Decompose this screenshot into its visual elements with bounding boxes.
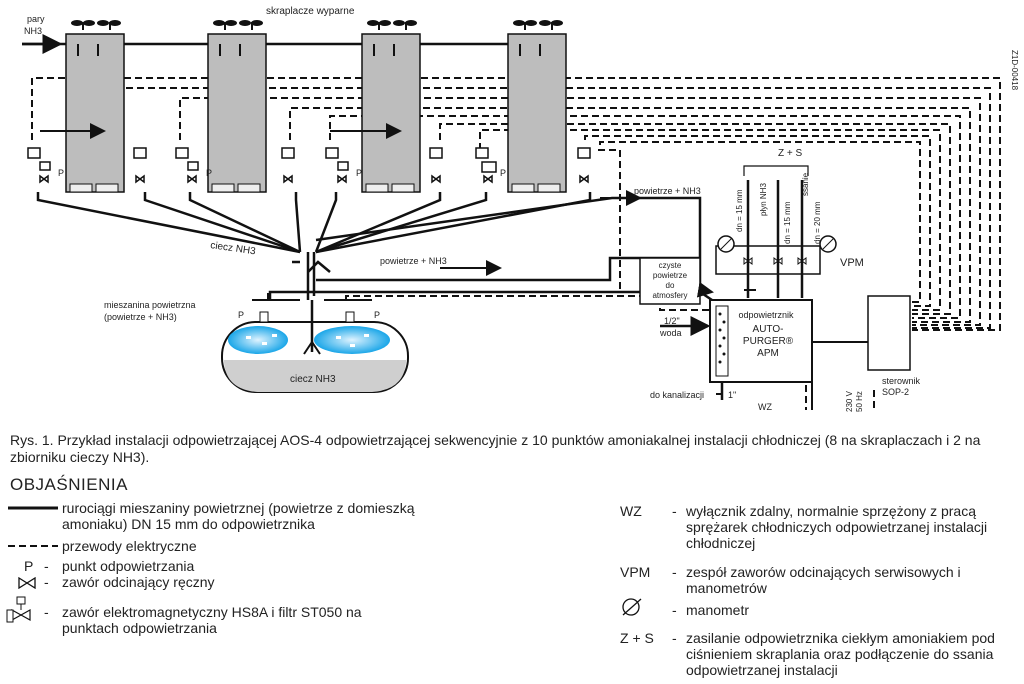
drawing-code: Z1D-00418 [1010, 50, 1019, 91]
legend-item-manual-valve: zawór odcinający ręczny [62, 574, 215, 590]
controller-label-1: sterownik [882, 376, 921, 386]
purge-lines [36, 192, 713, 302]
receiver-label: ciecz NH3 [290, 374, 336, 385]
legend-dash-manometer: - [672, 602, 677, 618]
vpm-label: VPM [840, 257, 864, 269]
legend-code-wz: WZ [620, 503, 642, 519]
pipe-label-5: dn = 20 mm [813, 201, 822, 244]
figure-caption: Rys. 1. Przykład instalacji odpowietrzaj… [10, 432, 981, 465]
legend-item-dashed-line: przewody elektryczne [62, 538, 197, 554]
legend-dash-zs: - [672, 630, 677, 646]
legend-dash-wz: - [672, 503, 677, 519]
power-label-2: 50 Hz [855, 391, 864, 412]
solid-line-symbol [8, 506, 58, 510]
wz-label: WZ [758, 402, 772, 412]
svg-text:P: P [238, 310, 244, 320]
condenser-4 [507, 33, 567, 193]
purger-label-4: APM [757, 348, 779, 359]
svg-text:P: P [206, 168, 212, 178]
dashed-line-symbol [8, 545, 58, 547]
vapor-label: pary [27, 14, 45, 24]
pipe-label-4: ssanie [801, 172, 810, 196]
condenser-fans [71, 20, 563, 30]
clean-air-outlet [639, 257, 714, 305]
manual-valve-icon [18, 577, 36, 589]
legend-code-zs: Z + S [620, 630, 654, 646]
mixture-label: mieszanina powietrzna [104, 300, 196, 310]
pipe-label-2: płyn NH3 [759, 183, 768, 216]
purger-label-1: odpowietrznik [738, 310, 794, 320]
legend-item-purge-point: punkt odpowietrzania [62, 558, 195, 574]
legend-item-vpm: zespół zaworów odcinających serwisowych … [686, 564, 961, 596]
vapor-label-nh3: NH3 [24, 26, 42, 36]
legend-dash-p: - [44, 558, 49, 574]
aos4-installation-diagram: P P P P ciecz NH3 [22, 6, 1019, 412]
condenser-3 [330, 33, 421, 193]
zs-label: Z + S [778, 148, 803, 159]
svg-text:P: P [356, 168, 362, 178]
vpm-valve-group [715, 180, 837, 298]
controller-sop2 [867, 295, 911, 371]
clean-air-label-4: atmosfery [652, 291, 687, 300]
condensers-title: skraplacze wyparne [266, 6, 355, 17]
mixture-label-2: (powietrze + NH3) [104, 312, 177, 322]
manometer-icon [622, 598, 642, 616]
liquid-receiver: ciecz NH3 [221, 299, 409, 393]
svg-text:P: P [500, 168, 506, 178]
clean-air-label-2: powietrze [653, 271, 688, 280]
pipe-label-1: dn = 15 mm [735, 189, 744, 232]
pipe-label-3: dn = 15 mm [783, 201, 792, 244]
autopurger-apm [660, 289, 868, 410]
legend-dash-solenoid: - [44, 604, 49, 620]
legend-item-manometer: manometr [686, 602, 750, 618]
condenser-2 [207, 33, 267, 193]
point-label: P [58, 168, 64, 178]
legend-dash-vpm: - [672, 564, 677, 580]
drain-label: do kanalizacji [650, 390, 704, 400]
evaporative-condensers [40, 33, 567, 193]
drain-size-label: 1" [728, 390, 736, 400]
clean-air-label-3: do [666, 281, 675, 290]
legend-title: OBJAŚNIENIA [10, 475, 128, 494]
controller-label-2: SOP-2 [882, 387, 909, 397]
legend-item-solid-line: rurociągi mieszaniny powietrznej (powiet… [62, 500, 415, 532]
condenser-1 [40, 33, 125, 193]
legend-item-wz: wyłącznik zdalny, normalnie sprzężony z … [686, 503, 988, 551]
clean-air-label-1: czyste [659, 261, 682, 270]
water-label: woda [659, 328, 682, 338]
legend-code-vpm: VPM [620, 564, 651, 580]
legend-dash-manual-valve: - [44, 574, 49, 590]
legend-item-zs: zasilanie odpowietrznika ciekłym amoniak… [686, 630, 995, 678]
power-label-1: 230 V [845, 390, 854, 412]
water-size-label: 1/2" [664, 316, 680, 326]
purge-point-valves [27, 147, 591, 184]
purger-label-2: AUTO- [753, 324, 784, 335]
air-nh3-label-1: powietrze + NH3 [634, 186, 701, 196]
legend-item-solenoid-valve: zawór elektromagnetyczny HS8A i filtr ST… [62, 604, 362, 636]
svg-text:P: P [374, 310, 380, 320]
air-nh3-label-2: powietrze + NH3 [380, 256, 447, 266]
legend-symbol-p: P [24, 558, 34, 574]
purger-label-3: PURGER® [743, 336, 794, 347]
solenoid-valve-icon [6, 596, 31, 623]
